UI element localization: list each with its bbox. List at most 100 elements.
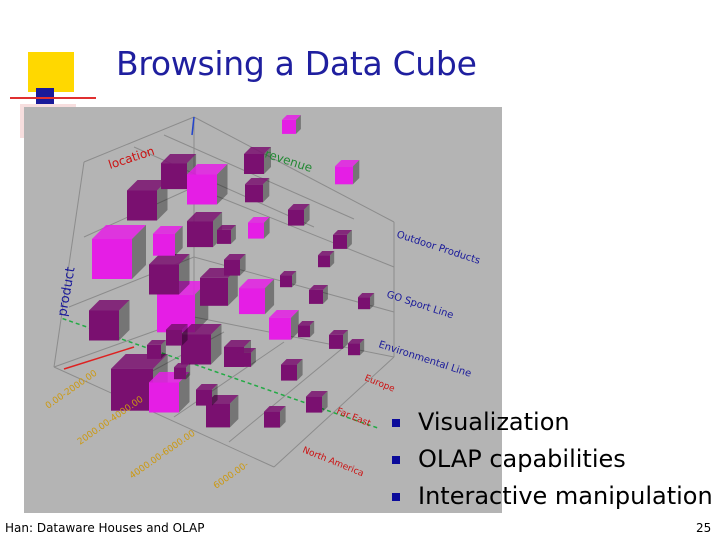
product-label-go-sport: GO Sport Line — [385, 289, 455, 321]
cube-top-face — [89, 300, 130, 311]
bullet-square-icon — [392, 456, 400, 464]
vertical-axis — [191, 116, 195, 136]
cube-side-face — [179, 372, 190, 413]
cube-marker — [239, 279, 275, 315]
cube-marker — [306, 391, 328, 413]
cube-marker — [282, 115, 301, 134]
cube-marker — [147, 340, 166, 359]
cube-front-face — [224, 259, 240, 276]
location-label-north-america: North America — [301, 446, 365, 480]
cube-marker — [217, 225, 236, 244]
revenue-label-2: 4000.00-6000.00 — [128, 429, 198, 482]
cube-front-face — [244, 154, 264, 174]
revenue-label-3: 6000.00- — [212, 460, 251, 491]
location-axis — [63, 346, 135, 370]
cube-front-face — [161, 163, 187, 190]
cube-front-face — [237, 352, 251, 367]
logo-red-line — [10, 97, 96, 99]
cube-top-face — [92, 225, 146, 239]
cube-front-face — [111, 368, 153, 411]
cube-marker — [269, 310, 299, 340]
cube-side-face — [179, 254, 190, 295]
logo-blue-square — [36, 88, 54, 104]
cube-top-face — [174, 363, 191, 368]
bullet-list: Visualization OLAP capabilities Interact… — [392, 404, 713, 515]
cube-marker — [298, 321, 315, 338]
cube-top-face — [187, 164, 228, 175]
cube-markers — [89, 115, 375, 428]
cube-front-face — [166, 329, 182, 346]
cube-top-face — [153, 226, 183, 234]
cube-canvas: location revenue product Outdoor Product… — [44, 115, 481, 491]
bullet-item: OLAP capabilities — [392, 441, 713, 478]
cube-marker — [166, 324, 188, 346]
bullet-text: Interactive manipulation — [418, 482, 713, 510]
bullet-text: Visualization — [418, 408, 570, 436]
cube-top-face — [239, 279, 275, 289]
cube-side-face — [310, 321, 315, 338]
cube-marker — [196, 384, 218, 406]
cube-side-face — [264, 147, 271, 174]
cube-top-face — [196, 384, 218, 390]
cube-front-face — [245, 184, 263, 203]
cube-top-face — [206, 395, 239, 404]
logo-yellow-square — [28, 52, 74, 92]
cube-top-face — [318, 251, 335, 256]
cube-top-face — [298, 321, 315, 326]
cube-top-face — [147, 340, 166, 345]
cube-side-face — [343, 330, 348, 349]
cube-marker — [358, 293, 375, 310]
cube-side-face — [132, 225, 146, 279]
location-label-europe: Europe — [363, 374, 397, 395]
cube-marker — [248, 217, 270, 239]
cube-marker — [89, 300, 130, 341]
cube-top-face — [280, 271, 297, 276]
cube-marker — [335, 160, 360, 185]
cube-top-face — [333, 230, 352, 235]
revenue-label-1: 2000.00-4000.00 — [76, 395, 146, 448]
cube-marker — [264, 406, 286, 428]
cube-front-face — [174, 367, 186, 380]
cube-marker — [237, 348, 256, 367]
cube-top-face — [248, 217, 270, 223]
cube-side-face — [330, 251, 335, 268]
cube-side-face — [264, 217, 270, 239]
cube-marker — [127, 180, 168, 221]
axis-label-product: product — [55, 266, 78, 318]
cube-marker — [333, 230, 352, 249]
cube-top-face — [237, 348, 256, 353]
cube-front-face — [282, 119, 296, 134]
cube-top-face — [149, 254, 190, 265]
cube-side-face — [228, 268, 238, 306]
data-cube-figure: location revenue product Outdoor Product… — [24, 107, 502, 513]
location-label-far-east: Far East — [335, 407, 372, 430]
cube-top-face — [245, 178, 270, 185]
cube-top-face — [329, 330, 348, 335]
cube-marker — [187, 212, 223, 248]
cube-front-face — [153, 233, 175, 256]
cube-top-face — [335, 160, 360, 167]
cube-front-face — [333, 234, 347, 249]
cube-front-face — [239, 288, 265, 315]
cube-side-face — [217, 164, 228, 205]
cube-marker — [153, 226, 183, 256]
cube-marker — [200, 268, 238, 306]
cube-top-face — [264, 406, 286, 412]
cube-side-face — [263, 178, 270, 203]
cube-top-face — [187, 212, 223, 222]
cube-front-face — [149, 382, 179, 413]
cube-top-face — [217, 225, 236, 230]
axis-label-location: location — [107, 144, 157, 172]
cube-marker — [174, 363, 191, 380]
cube-top-face — [358, 293, 375, 298]
cube-marker — [309, 285, 328, 304]
cube-front-face — [329, 334, 343, 349]
cube-top-face — [269, 310, 299, 318]
cube-side-face — [240, 254, 246, 276]
cube-marker — [244, 147, 271, 174]
cube-marker — [329, 330, 348, 349]
cube-front-face — [309, 289, 323, 304]
cube-side-face — [182, 324, 188, 346]
bullet-square-icon — [392, 493, 400, 501]
cube-top-face — [161, 154, 197, 164]
